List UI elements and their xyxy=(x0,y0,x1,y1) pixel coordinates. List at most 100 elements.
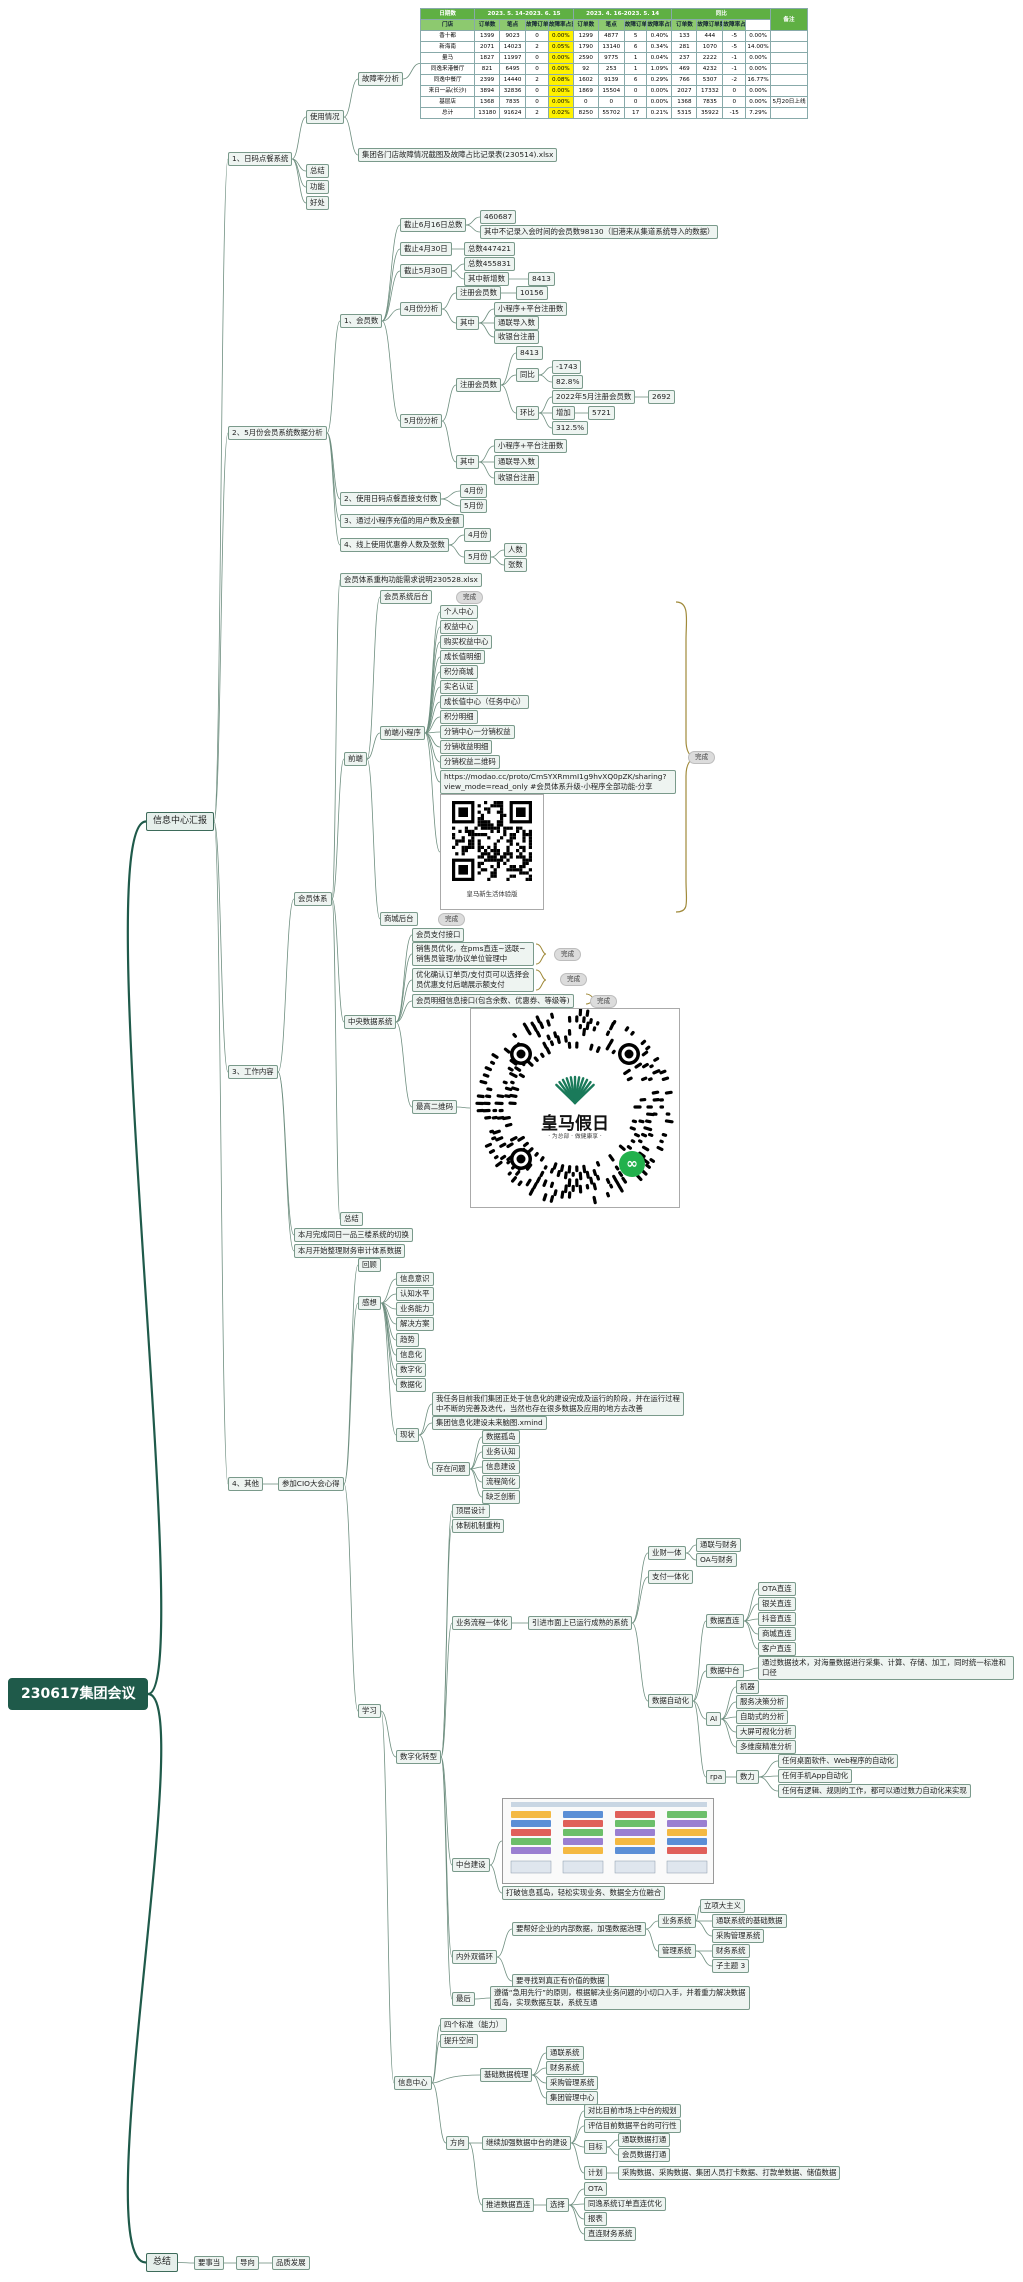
s4-data-midplatform[interactable]: 数据中台 xyxy=(706,1664,744,1678)
s4-fin-biz[interactable]: 业财一体 xyxy=(648,1546,686,1560)
s3-item-9[interactable]: 分销收益明细 xyxy=(440,740,493,754)
s2-jun16[interactable]: 截止6月16日总数 xyxy=(400,218,467,232)
s4-status-text[interactable]: 我任务目前我们集团正处于信息化的建设完成及运行的阶段，并在运行过程中不断的完善及… xyxy=(432,1392,684,1416)
s4-target-0[interactable]: 通联数据打通 xyxy=(618,2133,671,2147)
s4-basic-2[interactable]: 采购管理系统 xyxy=(546,2076,599,2090)
s3-item-10[interactable]: 分销权益二维码 xyxy=(440,755,500,769)
s4-midplatform-text[interactable]: 通过数据技术，对海量数据进行采集、计算、存储、加工，同时统一标准和口径 xyxy=(758,1656,1014,1680)
s2-may-yoy-2[interactable]: 82.8% xyxy=(552,375,584,389)
s2-coupons-count[interactable]: 张数 xyxy=(504,558,527,572)
s4-biz-0[interactable]: 立项大主义 xyxy=(700,1899,745,1913)
s2-may-mom-1[interactable]: 增加 xyxy=(552,406,575,420)
s4-basic-3[interactable]: 集团管理中心 xyxy=(546,2091,599,2105)
s4-datafication[interactable]: 数据化 xyxy=(396,1378,427,1392)
s4-basic-0[interactable]: 通联系统 xyxy=(546,2046,584,2060)
section-2[interactable]: 2、5月份会员系统数据分析 xyxy=(228,426,327,440)
s4-info-center[interactable]: 信息中心 xyxy=(394,2076,432,2090)
s2-may-reg[interactable]: 注册会员数 xyxy=(456,378,501,392)
s2-direct-pay[interactable]: 2、使用日码点餐直接支付数 xyxy=(340,492,442,506)
s3-item-8[interactable]: 分销中心一分销权益 xyxy=(440,725,515,739)
s1-function[interactable]: 功能 xyxy=(306,180,329,194)
branch-summary[interactable]: 总结 xyxy=(146,2253,179,2272)
s2-may-yoy-1[interactable]: -1743 xyxy=(552,360,582,374)
s4-biz-system[interactable]: 业务系统 xyxy=(658,1914,696,1928)
s4-digital-transform[interactable]: 数字化转型 xyxy=(396,1750,441,1764)
s4-direct-0[interactable]: OTA直连 xyxy=(758,1582,796,1596)
s3-member-system[interactable]: 会员体系 xyxy=(294,892,332,906)
root-node[interactable]: 230617集团会议 xyxy=(8,1678,149,1710)
s3-item-4[interactable]: 积分商城 xyxy=(440,665,478,679)
s4-learning[interactable]: 学习 xyxy=(358,1704,381,1718)
s3-central-1[interactable]: 会员支付接口 xyxy=(412,928,465,942)
s2-may30[interactable]: 截止5月30日 xyxy=(400,264,452,278)
s2-may-yoy[interactable]: 同比 xyxy=(516,368,539,382)
section-1[interactable]: 1、日码点餐系统 xyxy=(228,152,293,166)
s4-rpa-2[interactable]: 任何有逻辑、规则的工作，都可以通过数力自动化来实现 xyxy=(778,1784,971,1798)
s2-may-analysis[interactable]: 5月份分析 xyxy=(400,414,443,428)
s4-process-integration[interactable]: 业务流程一体化 xyxy=(452,1616,512,1630)
s2-may-mom-0-val[interactable]: 2692 xyxy=(648,390,675,404)
s3-file[interactable]: 会员体系重构功能需求说明230528.xlsx xyxy=(340,573,482,587)
s4-cont-0[interactable]: 对比目前市场上中台的规划 xyxy=(584,2104,681,2118)
summary-2[interactable]: 导向 xyxy=(236,2256,259,2270)
s4-feelings[interactable]: 感想 xyxy=(358,1296,381,1310)
s2-direct-pay-may[interactable]: 5月份 xyxy=(460,499,488,513)
s3-central-3[interactable]: 优化确认订单页/支付页可以选择会员优惠支付后端展示额支付 xyxy=(412,968,534,992)
s4-ai-1[interactable]: 服务决策分析 xyxy=(736,1695,789,1709)
s2-may-mom-1-val[interactable]: 5721 xyxy=(588,406,615,420)
s1-file[interactable]: 集团各门店故障情况截图及故障占比记录表(230514).xlsx xyxy=(358,148,558,162)
s4-shuli[interactable]: 数力 xyxy=(736,1770,759,1784)
s4-mgmt-0[interactable]: 财务系统 xyxy=(712,1944,750,1958)
s4-direct-4[interactable]: 客户直连 xyxy=(758,1642,796,1656)
s3-qr-label[interactable]: 最高二维码 xyxy=(412,1100,457,1114)
s2-apr-reg[interactable]: 注册会员数 xyxy=(456,286,501,300)
s2-coupons-people[interactable]: 人数 xyxy=(504,543,527,557)
s4-problem-0[interactable]: 数据孤岛 xyxy=(482,1430,520,1444)
s4-feel-3[interactable]: 解决方案 xyxy=(396,1317,434,1331)
s2-jun16-total[interactable]: 460687 xyxy=(480,210,517,224)
s2-may30-total[interactable]: 总数455831 xyxy=(464,257,515,271)
s3-mall-backend[interactable]: 商城后台 xyxy=(380,912,418,926)
s4-continue-mid[interactable]: 继续加强数据中台的建设 xyxy=(482,2136,572,2150)
s4-choose-3[interactable]: 直连财务系统 xyxy=(584,2227,637,2241)
s4-basic-data[interactable]: 基础数据梳理 xyxy=(480,2068,533,2082)
s1-usage[interactable]: 使用情况 xyxy=(306,110,344,124)
s2-may-among[interactable]: 其中 xyxy=(456,455,479,469)
summary-3[interactable]: 品质发展 xyxy=(272,2256,310,2270)
s3-task-2[interactable]: 本月开始整理财务审计体系数据 xyxy=(294,1244,406,1258)
s2-coupons-apr[interactable]: 4月份 xyxy=(464,528,492,542)
s2-apr-reg-val[interactable]: 10156 xyxy=(516,286,548,300)
s1-fault-analysis[interactable]: 故障率分析 xyxy=(358,72,403,86)
s1-summary[interactable]: 总结 xyxy=(306,164,329,178)
s4-informatization[interactable]: 信息化 xyxy=(396,1348,427,1362)
s3-central-4[interactable]: 会员明细信息接口(包含余数、优惠券、等级等) xyxy=(412,994,574,1008)
section-3[interactable]: 3、工作内容 xyxy=(228,1065,278,1079)
s4-plan-0[interactable]: 采购数据、采购数据、集团人员打卡数据、打款单数据、储值数据 xyxy=(618,2166,841,2180)
s4-problem-2[interactable]: 信息建设 xyxy=(482,1460,520,1474)
s4-top-design[interactable]: 顶层设计 xyxy=(452,1504,490,1518)
s2-direct-pay-apr[interactable]: 4月份 xyxy=(460,484,488,498)
s4-choose-2[interactable]: 报表 xyxy=(584,2212,607,2226)
s3-prototype-link[interactable]: https://modao.cc/proto/CmSYXRmmI1g9hvXQ0… xyxy=(440,770,676,794)
s3-task-1[interactable]: 本月完成同日一品三楼系统的切换 xyxy=(294,1228,413,1242)
s4-fin-1[interactable]: 通联与财务 xyxy=(696,1538,741,1552)
s2-apr30-total[interactable]: 总数447421 xyxy=(464,242,515,256)
s4-rpa-1[interactable]: 任何手机App自动化 xyxy=(778,1769,853,1783)
s4-digitalization[interactable]: 数字化 xyxy=(396,1363,427,1377)
s4-finally[interactable]: 最后 xyxy=(452,1992,475,2006)
s4-problems[interactable]: 存在问题 xyxy=(432,1462,470,1476)
s4-direct-3[interactable]: 商城直连 xyxy=(758,1627,796,1641)
s4-target-1[interactable]: 会员数据打通 xyxy=(618,2148,671,2162)
s4-choose[interactable]: 选择 xyxy=(546,2198,569,2212)
s4-push-direct[interactable]: 推进数据直连 xyxy=(482,2198,535,2212)
s4-data-auto[interactable]: 数据自动化 xyxy=(648,1694,693,1708)
s2-apr-analysis[interactable]: 4月份分析 xyxy=(400,302,443,316)
s4-payment[interactable]: 支付一体化 xyxy=(648,1570,693,1584)
s4-dual-1[interactable]: 要帮好企业的内部数据，加强数据治理 xyxy=(512,1922,646,1936)
s4-cont-1[interactable]: 评估目前数据平台的可行性 xyxy=(584,2119,681,2133)
s3-mini-program[interactable]: 前端小程序 xyxy=(380,726,425,740)
s3-item-2[interactable]: 购买权益中心 xyxy=(440,635,493,649)
s3-frontend[interactable]: 前端 xyxy=(344,752,367,766)
s4-direction[interactable]: 方向 xyxy=(446,2136,469,2150)
s4-feel-2[interactable]: 业务能力 xyxy=(396,1302,434,1316)
